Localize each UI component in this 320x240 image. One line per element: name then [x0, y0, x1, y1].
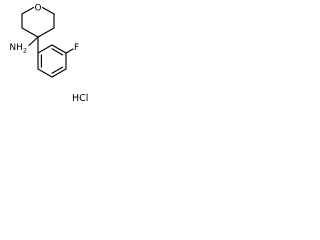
- bond: [37, 27, 55, 38]
- amine-label: NH2: [9, 43, 27, 55]
- oxane-ring: [21, 6, 55, 38]
- amine-subscript: 2: [23, 47, 27, 55]
- chemical-structure: O NH2 F HCl: [9, 4, 88, 105]
- fluorophenyl-ring: [37, 44, 67, 78]
- salt-label: HCl: [72, 93, 88, 104]
- double-bond: [51, 66, 64, 74]
- bond: [21, 27, 39, 38]
- fluorine-label: F: [74, 43, 79, 53]
- bond-c4-amine: [28, 36, 39, 47]
- bond: [51, 68, 67, 78]
- bond: [41, 6, 55, 15]
- bond-c-f: [65, 48, 74, 54]
- bond: [37, 68, 53, 78]
- bond: [51, 44, 67, 54]
- bond: [37, 44, 53, 54]
- bond: [21, 6, 35, 15]
- oxygen-label: O: [34, 4, 41, 14]
- double-bond: [51, 48, 64, 56]
